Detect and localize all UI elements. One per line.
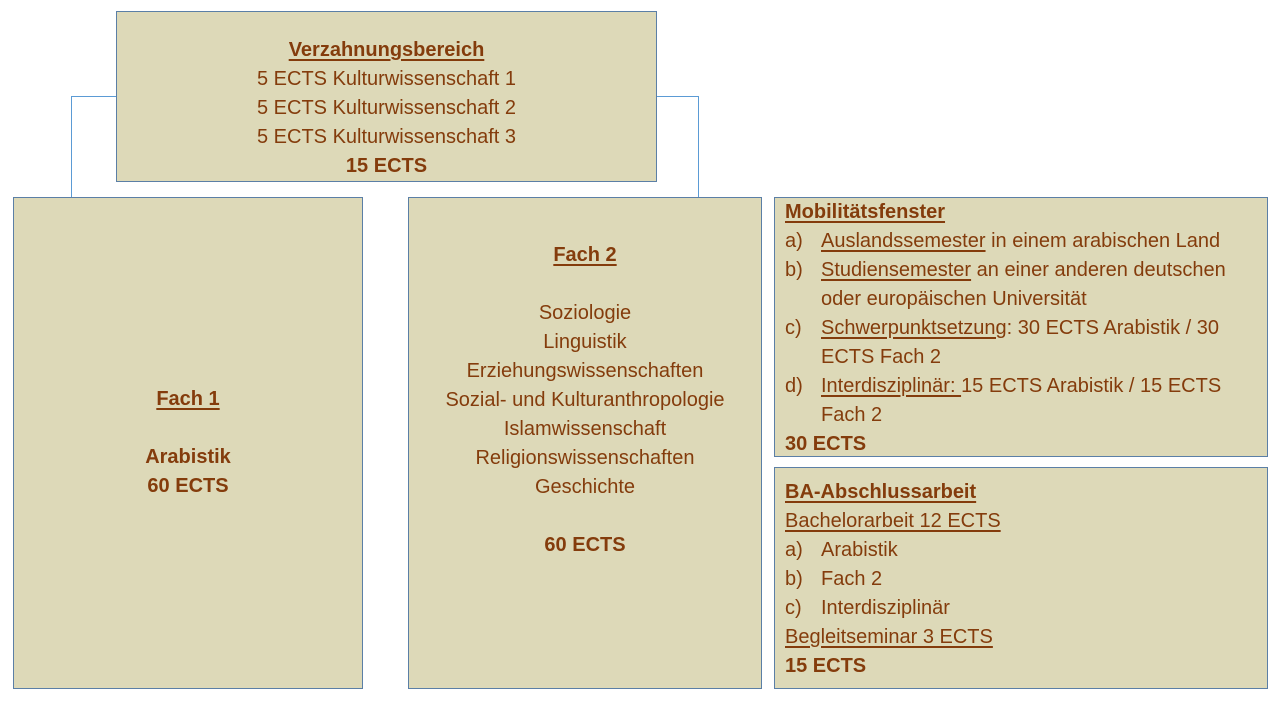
list-item: b) Studiensemester an einer anderen deut… — [785, 256, 1257, 314]
abschluss-title: BA-Abschlussarbeit — [785, 481, 977, 503]
item-label: c) — [785, 317, 802, 339]
item-label: d) — [785, 375, 803, 397]
fach1-box: Fach 1 Arabistik 60 ECTS — [13, 197, 363, 689]
item-text: an einer anderen deutschen oder europäis… — [821, 259, 1226, 310]
fach2-subject: Soziologie — [538, 302, 632, 324]
verzahnung-box: Verzahnungsbereich 5 ECTS Kulturwissensc… — [116, 11, 657, 182]
item-label: a) — [785, 539, 803, 561]
fach1-subject: Arabistik — [145, 446, 231, 468]
abschluss-seminar: Begleitseminar 3 ECTS — [785, 626, 993, 648]
item-text: Fach 2 — [821, 568, 883, 590]
fach2-subject: Erziehungswissenschaften — [466, 360, 704, 382]
abschluss-thesis: Bachelorarbeit 12 ECTS — [785, 510, 1001, 532]
connector-right-vertical — [698, 96, 699, 197]
fach2-subject: Linguistik — [543, 331, 627, 353]
verzahnung-total: 15 ECTS — [345, 155, 428, 177]
fach2-subject: Religionswissenschaften — [475, 447, 695, 469]
item-key: Schwerpunktsetzung — [821, 317, 1007, 339]
list-item: c) Interdisziplinär — [785, 594, 1257, 623]
fach2-subject: Geschichte — [534, 476, 636, 498]
item-key: Interdisziplinär: — [821, 375, 962, 397]
item-label: b) — [785, 568, 803, 590]
fach2-subject: Islamwissenschaft — [503, 418, 667, 440]
fach1-title: Fach 1 — [156, 388, 220, 410]
fach2-box: Fach 2 Soziologie Linguistik Erziehungsw… — [408, 197, 762, 689]
mobilitaet-title: Mobilitätsfenster — [785, 201, 946, 223]
verzahnung-title: Verzahnungsbereich — [288, 39, 485, 61]
connector-right-horizontal — [656, 96, 699, 97]
item-text: Arabistik — [821, 539, 898, 561]
connector-left-horizontal — [71, 96, 117, 97]
fach2-total: 60 ECTS — [544, 534, 626, 556]
item-text: 15 ECTS Arabistik / 15 ECTS Fach 2 — [821, 375, 1222, 426]
item-text: : 30 ECTS Arabistik / 30 ECTS Fach 2 — [821, 317, 1219, 368]
list-item: a) Arabistik — [785, 536, 1257, 565]
item-text: in einem arabischen Land — [985, 230, 1221, 252]
list-item: d) Interdisziplinär: 15 ECTS Arabistik /… — [785, 372, 1257, 430]
item-label: b) — [785, 259, 803, 281]
mobilitaet-total: 30 ECTS — [785, 433, 867, 455]
verzahnung-line-1: 5 ECTS Kulturwissenschaft 1 — [257, 68, 516, 90]
item-key: Studiensemester — [821, 259, 972, 281]
connector-left-vertical — [71, 96, 72, 197]
list-item: b) Fach 2 — [785, 565, 1257, 594]
item-text: Interdisziplinär — [821, 597, 950, 619]
mobilitaet-box: Mobilitätsfenster a) Auslandssemester in… — [774, 197, 1268, 457]
abschluss-box: BA-Abschlussarbeit Bachelorarbeit 12 ECT… — [774, 467, 1268, 689]
item-key: Auslandssemester — [821, 230, 986, 252]
list-item: c) Schwerpunktsetzung: 30 ECTS Arabistik… — [785, 314, 1257, 372]
fach2-title: Fach 2 — [553, 244, 617, 266]
item-label: a) — [785, 230, 803, 252]
list-item: a) Auslandssemester in einem arabischen … — [785, 227, 1257, 256]
verzahnung-line-2: 5 ECTS Kulturwissenschaft 2 — [257, 97, 516, 119]
fach1-total: 60 ECTS — [147, 475, 229, 497]
item-label: c) — [785, 597, 802, 619]
abschluss-total: 15 ECTS — [785, 655, 867, 677]
fach2-subject: Sozial- und Kulturanthropologie — [445, 389, 725, 411]
verzahnung-line-3: 5 ECTS Kulturwissenschaft 3 — [257, 126, 516, 148]
